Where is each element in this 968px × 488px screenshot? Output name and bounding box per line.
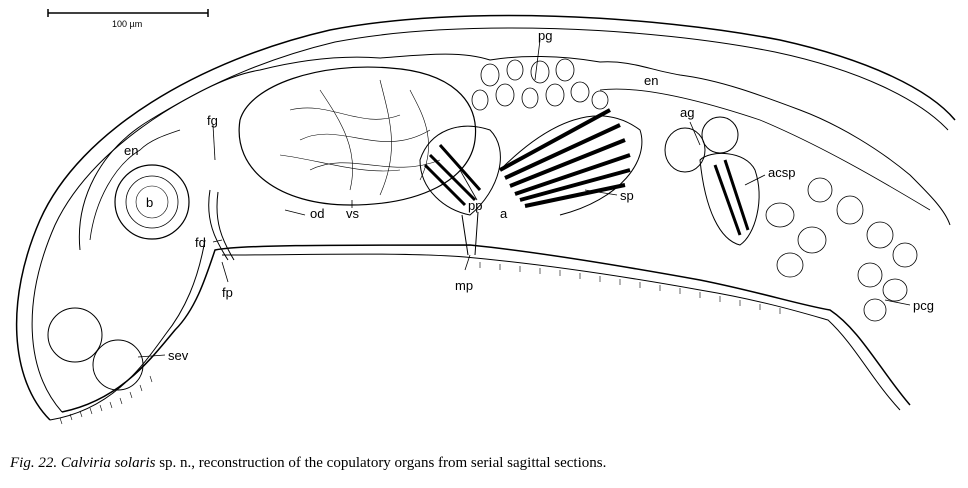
label-b: b <box>146 195 153 210</box>
copulatory-spines <box>499 108 643 216</box>
label-acsp: acsp <box>768 165 795 180</box>
label-sev: sev <box>168 348 189 363</box>
male-pore <box>461 211 479 256</box>
label-fg: fg <box>207 113 218 128</box>
caption-text: sp. n., reconstruction of the copulatory… <box>155 455 607 471</box>
penis-papilla <box>419 125 501 216</box>
label-fd: fd <box>195 235 206 250</box>
label-pg: pg <box>538 28 552 43</box>
scale-bar-label: 100 µm <box>112 19 142 29</box>
sev-vesicles <box>47 307 144 391</box>
label-en-left: en <box>124 143 138 158</box>
brain <box>114 164 190 240</box>
label-a: a <box>500 206 508 221</box>
caption-species-name: Calviria solaris <box>60 455 156 471</box>
leader-lines <box>137 39 911 358</box>
body-outline <box>15 14 956 425</box>
caption-figure-number: Fig. 22. <box>10 455 58 471</box>
accessory-organ <box>664 116 760 246</box>
entoderm-inner <box>89 88 931 241</box>
label-vs: vs <box>346 206 360 221</box>
label-mp: mp <box>455 278 473 293</box>
vesicula-seminalis <box>238 66 477 206</box>
label-od: od <box>310 206 324 221</box>
label-pp: pp <box>468 198 482 213</box>
label-pcg: pcg <box>913 298 934 313</box>
female-duct <box>208 189 235 261</box>
posterior-glands <box>765 177 918 322</box>
label-ag: ag <box>680 105 694 120</box>
prostate-glands <box>471 58 609 111</box>
scale-bar <box>47 9 209 17</box>
label-en-right: en <box>644 73 658 88</box>
entoderm-outline <box>78 53 951 251</box>
label-fp: fp <box>222 285 233 300</box>
figure-caption: Fig. 22. Calviria solaris sp. n., recons… <box>10 455 960 472</box>
label-sp: sp <box>620 188 634 203</box>
